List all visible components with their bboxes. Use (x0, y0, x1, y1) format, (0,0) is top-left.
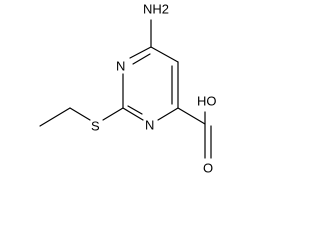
ring-bond-c4-n3 (157, 107, 179, 121)
hydroxyl-group-label: HO (197, 93, 217, 108)
carbonyl-oxygen-label: O (203, 160, 213, 175)
ring-nitrogen-top-label: N (116, 58, 125, 73)
bond-ch2-ch3 (39, 107, 71, 127)
ring-bond-n1-c6-double (132, 53, 151, 65)
bond-c4-cooh (177, 107, 206, 125)
ring-bond-n3-c2 (122, 107, 144, 121)
sulfur-atom-label: S (91, 118, 100, 133)
ring-bond-n1-c6 (129, 46, 152, 59)
ring-bond-n3-c2-double (127, 105, 143, 115)
bond-c2-s (102, 107, 124, 121)
ring-nitrogen-bottom-label: N (145, 117, 154, 132)
ring-bond-c6-c5 (150, 46, 179, 63)
amino-group-label: NH2 (143, 1, 169, 16)
bond-s-ch2 (69, 107, 91, 121)
chemical-structure-diagram: NH2 N N S HO O (39, 1, 217, 175)
